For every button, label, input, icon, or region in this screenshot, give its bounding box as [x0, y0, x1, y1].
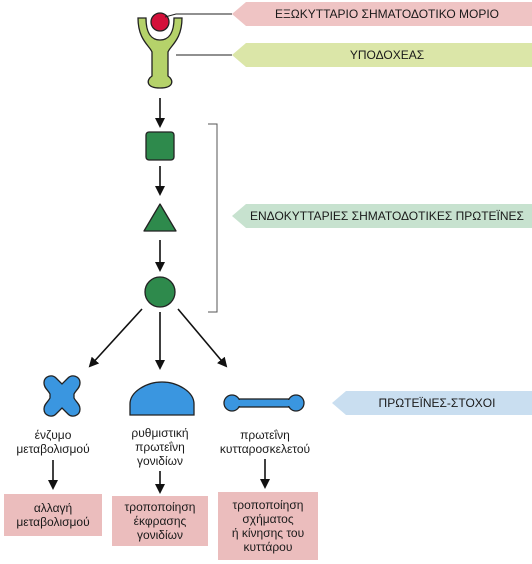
cytoskeleton-label: πρωτεΐνη κυτταροσκελετού	[219, 428, 311, 456]
arrow-to-cytoskeleton	[177, 308, 228, 368]
enzyme-icon	[43, 375, 81, 417]
signal-pointer-line	[164, 13, 232, 18]
intracellular-proteins-tag: ΕΝΔΟΚΥΤΤΑΡΙΕΣ ΣΗΜΑΤΟΔΟΤΙΚΕΣ ΠΡΩΤΕΪΝΕΣ	[232, 204, 532, 228]
arrow-to-enzyme	[88, 308, 143, 368]
intracellular-bracket	[208, 123, 218, 313]
receptor-tag: ΥΠΟΔΟΧΕΑΣ	[232, 43, 532, 67]
regulator-label: ρυθμιστική πρωτεΐνη γονιδίων	[131, 426, 189, 468]
signal-molecule-icon	[150, 12, 170, 32]
target-proteins-tag: ΠΡΩΤΕΪΝΕΣ-ΣΤΟΧΟΙ	[332, 391, 532, 415]
receptor-icon	[137, 17, 183, 89]
gene-regulator-icon	[129, 381, 195, 416]
outcome-metabolism-box: αλλαγή μεταβολισμού	[4, 494, 102, 536]
intracellular-circle-protein	[144, 276, 176, 308]
outcome-shape-box: τροποποίηση σχήματος ή κίνησης του κυττά…	[218, 492, 318, 560]
outcome-expression-box: τροποποίηση έκφρασης γονιδίων	[112, 496, 208, 546]
intracellular-square-protein	[145, 131, 175, 161]
enzyme-label: ένζυμο μεταβολισμού	[16, 428, 90, 456]
intracellular-triangle-protein	[143, 203, 177, 232]
signal-molecule-tag: ΕΞΩΚΥΤΤΑΡΙΟ ΣΗΜΑΤΟΔΟΤΙΚΟ ΜΟΡΙΟ	[232, 2, 532, 26]
cytoskeleton-protein-icon	[223, 394, 305, 412]
